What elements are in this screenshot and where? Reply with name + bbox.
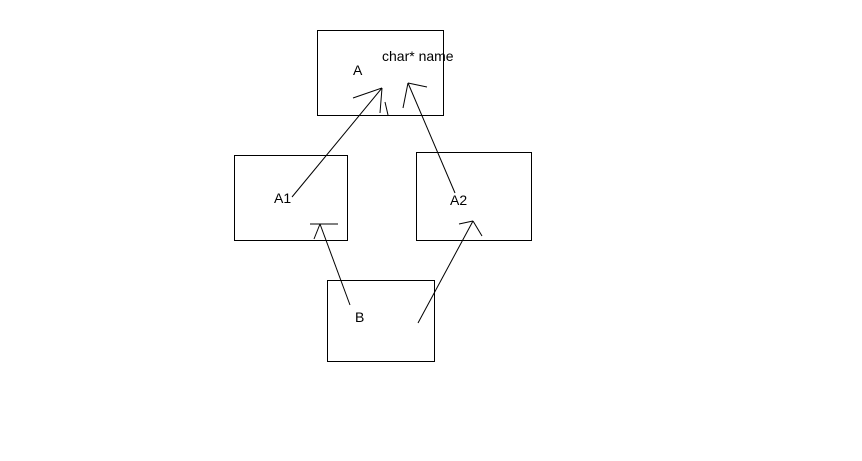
arrow-b-a1-shaft <box>319 223 351 306</box>
label-a1: A1 <box>274 190 291 206</box>
arrow-a1-to-a <box>291 87 383 198</box>
box-a1 <box>234 155 348 241</box>
arrow-a1-a-shaft <box>291 87 383 198</box>
arrow-a2-a-head-left <box>402 82 409 109</box>
box-b <box>327 280 435 362</box>
arrow-b-a2-shaft <box>417 220 474 324</box>
label-a2: A2 <box>450 192 467 208</box>
label-b: B <box>355 309 364 325</box>
arrow-b-a2-head-left <box>458 220 474 225</box>
arrow-a1-a-head-left <box>352 87 383 99</box>
arrow-b-a2-head-right <box>472 220 483 237</box>
arrow-b-to-a2 <box>417 220 483 324</box>
arrow-a2-a-head-right <box>407 82 428 88</box>
label-a: A <box>353 62 363 78</box>
arrow-a1-a-head-right <box>379 87 383 114</box>
arrow-a2-a-shaft <box>407 82 456 194</box>
label-char-name: char* name <box>382 48 454 64</box>
a-bottom-tick <box>384 101 389 116</box>
arrow-b-a1-head-left <box>313 223 321 240</box>
arrow-a2-to-a <box>402 82 456 194</box>
box-a2 <box>416 152 532 241</box>
arrow-b-to-a1 <box>310 223 351 306</box>
